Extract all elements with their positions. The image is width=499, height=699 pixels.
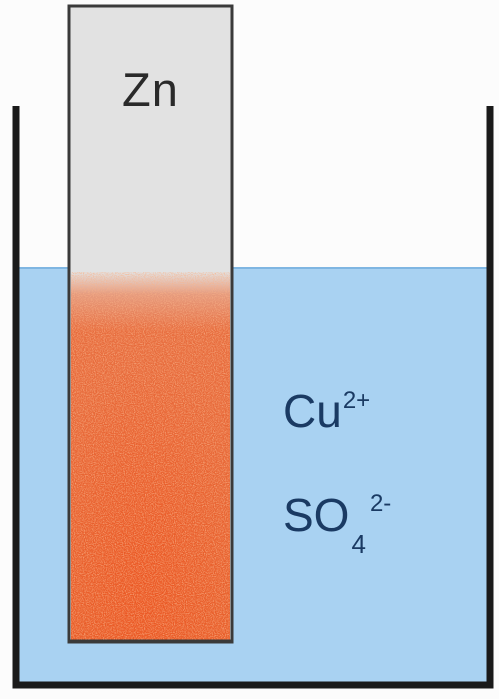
sulfate-ion-charge: 2- xyxy=(369,490,392,517)
sulfate-ion-label: SO42- xyxy=(283,489,392,558)
sulfate-ion-symbol: SO xyxy=(283,489,350,541)
copper-deposit xyxy=(71,272,230,640)
copper-ion-label: Cu2+ xyxy=(283,388,370,434)
beaker-outline xyxy=(12,106,494,689)
electrode-label: Zn xyxy=(122,63,179,116)
copper-ion-symbol: Cu xyxy=(283,385,342,437)
sulfate-ion-subscript: 4 xyxy=(351,529,366,559)
copper-ion-charge: 2+ xyxy=(342,387,371,414)
